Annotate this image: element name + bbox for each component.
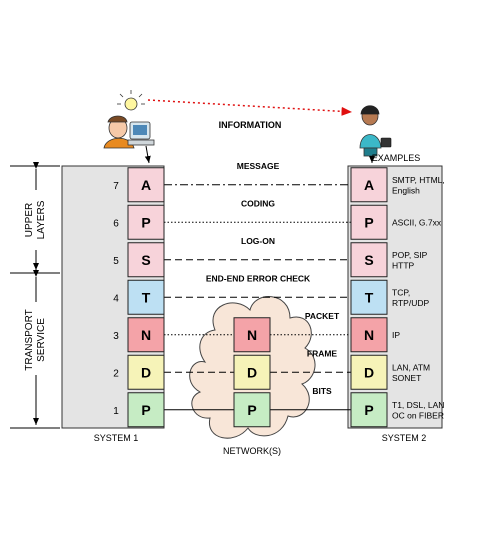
system2-layer-letter-6: P [364, 214, 373, 230]
connection-lines [164, 184, 351, 411]
network-layer-letter-1: P [247, 402, 256, 418]
system2-layer-letter-5: S [364, 252, 373, 268]
system1-label: SYSTEM 1 [94, 433, 139, 443]
layer-examples-4: TCP,RTP/UDP [392, 287, 429, 308]
system2-layer-letter-4: T [365, 289, 374, 305]
information-label: INFORMATION [219, 120, 282, 130]
recipient-person-icon [359, 105, 392, 163]
system2-layer-box-7 [350, 167, 388, 203]
connection-label-1: BITS [312, 386, 332, 396]
system1-layer-letter-2: D [141, 364, 151, 380]
system2-layer-box-3 [350, 317, 388, 353]
transport-service-label: TRANSPORTSERVICE [24, 309, 47, 371]
layer-examples-6: ASCII, G.7xx [392, 217, 442, 227]
layer-number-1: 1 [113, 406, 119, 417]
system2-layer-box-4 [350, 279, 388, 315]
system2-layer-box-6 [350, 204, 388, 240]
system1-layer-box-2 [127, 354, 165, 390]
network-label: NETWORK(S) [223, 446, 281, 456]
system1-layer-box-6 [127, 204, 165, 240]
system2-layer-letter-7: A [364, 177, 374, 193]
connection-label-4: END-END ERROR CHECK [206, 273, 311, 283]
connection-labels: MESSAGE CODING LOG-ON END-END ERROR CHECK PA… [206, 161, 340, 396]
layer-number-5: 5 [113, 256, 119, 267]
connection-label-7: MESSAGE [237, 161, 280, 171]
system1-layer-letter-3: N [141, 327, 151, 343]
examples-header: EXAMPLES [372, 153, 421, 163]
system1-layer-letter-5: S [141, 252, 150, 268]
system2-layer-box-5 [350, 242, 388, 278]
system1-layer-letter-7: A [141, 177, 151, 193]
layer-examples-7: SMTP, HTML,English [392, 175, 445, 196]
system1-layer-letter-1: P [141, 402, 150, 418]
network-layer-box-1 [233, 392, 271, 428]
system2-label: SYSTEM 2 [382, 433, 427, 443]
network-layer-letter-2: D [247, 364, 257, 380]
layer-number-3: 3 [113, 331, 119, 342]
layer-examples-3: IP [392, 330, 400, 340]
connection-label-5: LOG-ON [241, 236, 275, 246]
upper-layers-label: UPPERLAYERS [24, 200, 47, 239]
layer-number-6: 6 [113, 218, 119, 229]
system2-layer-letter-3: N [364, 327, 374, 343]
layer-number-4: 4 [113, 293, 119, 304]
system2-layer-letter-1: P [364, 402, 373, 418]
network-layer-box-2 [233, 354, 271, 390]
system1-layer-box-5 [127, 242, 165, 278]
connection-label-6: CODING [241, 198, 275, 208]
connection-label-2: FRAME [307, 348, 338, 358]
system1-layer-box-4 [127, 279, 165, 315]
system2-layer-box-2 [350, 354, 388, 390]
transport-service-bracket [10, 270, 60, 429]
information-arrow [147, 99, 353, 116]
connection-label-3: PACKET [305, 311, 340, 321]
network-layer-box-3 [233, 317, 271, 353]
system1-layer-box-7 [127, 167, 165, 203]
layer-numbers: 7 6 5 4 3 2 1 [113, 181, 119, 417]
system1-layer-box-1 [127, 392, 165, 428]
system2-layer-box-1 [350, 392, 388, 428]
layer-boxes: A A P P S S T T N N N D D D P P P [127, 167, 388, 428]
upper-layers-bracket [10, 162, 60, 274]
system1-layer-letter-4: T [142, 289, 151, 305]
network-layer-letter-3: N [247, 327, 257, 343]
layer-number-7: 7 [113, 181, 119, 192]
system2-layer-letter-2: D [364, 364, 374, 380]
system1-layer-box-3 [127, 317, 165, 353]
layer-number-2: 2 [113, 368, 119, 379]
user-at-computer-icon [103, 90, 155, 164]
system1-layer-letter-6: P [141, 214, 150, 230]
